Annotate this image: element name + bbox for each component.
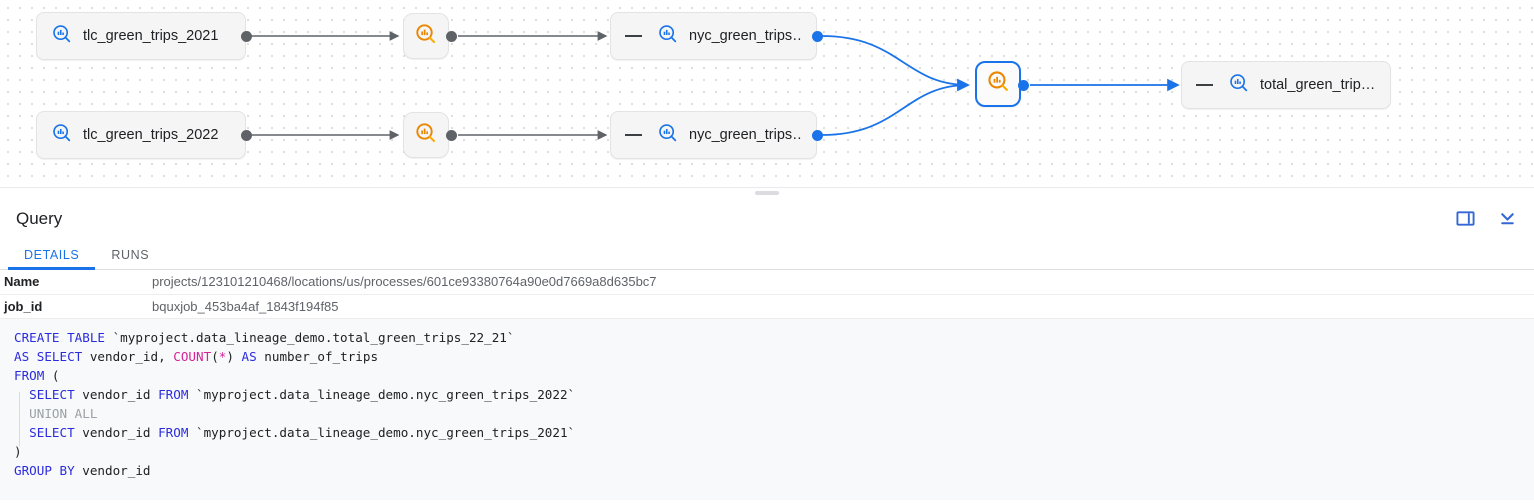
lineage-node-label: nyc_green_trips…: [689, 28, 802, 44]
collapse-minus-icon[interactable]: [625, 134, 642, 136]
lineage-node-label: total_green_trip…: [1260, 77, 1376, 93]
detail-key: Name: [0, 270, 150, 295]
node-output-port[interactable]: [446, 130, 457, 141]
tab-details-label: DETAILS: [24, 247, 80, 262]
lineage-edges: [251, 31, 1180, 140]
tab-runs[interactable]: RUNS: [95, 240, 165, 269]
node-output-port[interactable]: [241, 130, 252, 141]
panel-resize-handle[interactable]: [0, 187, 1534, 197]
resize-grip-icon[interactable]: [755, 191, 779, 195]
bigquery-process-icon: [414, 121, 438, 150]
lineage-node-label: nyc_green_trips…: [689, 127, 802, 143]
page-title: Query: [16, 208, 63, 228]
sql-code: CREATE TABLE `myproject.data_lineage_dem…: [14, 329, 576, 479]
lineage-node-tlc-green-trips-2022[interactable]: tlc_green_trips_2022: [36, 111, 246, 159]
node-output-port[interactable]: [1018, 80, 1029, 91]
detail-key: job_id: [0, 294, 150, 319]
lineage-node-tlc-green-trips-2021[interactable]: tlc_green_trips_2021: [36, 12, 246, 60]
table-row: job_id bquxjob_453ba4af_1843f194f85: [0, 294, 1534, 319]
table-row: Name projects/123101210468/locations/us/…: [0, 270, 1534, 295]
panel-tabs: DETAILS RUNS: [0, 240, 1534, 270]
collapse-minus-icon[interactable]: [625, 35, 642, 37]
bigquery-table-icon: [657, 23, 679, 50]
collapse-minus-icon[interactable]: [1196, 84, 1213, 86]
details-table: Name projects/123101210468/locations/us/…: [0, 270, 1534, 319]
node-output-port[interactable]: [446, 31, 457, 42]
lineage-node-label: tlc_green_trips_2022: [83, 127, 219, 143]
lineage-node-total-green-trips[interactable]: total_green_trip…: [1181, 61, 1391, 109]
lineage-node-nyc-green-trips-2022[interactable]: nyc_green_trips…: [610, 111, 817, 159]
query-panel-header: Query: [0, 197, 1534, 240]
bigquery-table-icon: [51, 122, 73, 149]
lineage-process-node-2[interactable]: [403, 112, 449, 158]
bigquery-process-icon: [986, 69, 1011, 99]
lineage-process-node-selected[interactable]: [975, 61, 1021, 107]
node-output-port[interactable]: [241, 31, 252, 42]
detail-value: projects/123101210468/locations/us/proce…: [150, 270, 1534, 295]
node-output-port[interactable]: [812, 31, 823, 42]
bigquery-table-icon: [51, 23, 73, 50]
lineage-process-node-1[interactable]: [403, 13, 449, 59]
lineage-node-label: tlc_green_trips_2021: [83, 28, 219, 44]
tab-details[interactable]: DETAILS: [8, 240, 96, 270]
split-pane-icon[interactable]: [1454, 208, 1476, 230]
sql-code-block[interactable]: CREATE TABLE `myproject.data_lineage_dem…: [0, 318, 1534, 500]
lineage-canvas[interactable]: tlc_green_trips_2021 tlc_green_trips_202…: [0, 0, 1534, 187]
node-output-port[interactable]: [812, 130, 823, 141]
tab-runs-label: RUNS: [111, 247, 150, 262]
bigquery-table-icon: [1228, 72, 1250, 99]
bigquery-table-icon: [657, 122, 679, 149]
detail-value: bquxjob_453ba4af_1843f194f85: [150, 294, 1534, 319]
indent-guide: [19, 391, 20, 446]
lineage-node-nyc-green-trips-2021[interactable]: nyc_green_trips…: [610, 12, 817, 60]
bigquery-process-icon: [414, 22, 438, 51]
panel-actions: [1454, 208, 1518, 230]
collapse-panel-icon[interactable]: [1496, 208, 1518, 230]
